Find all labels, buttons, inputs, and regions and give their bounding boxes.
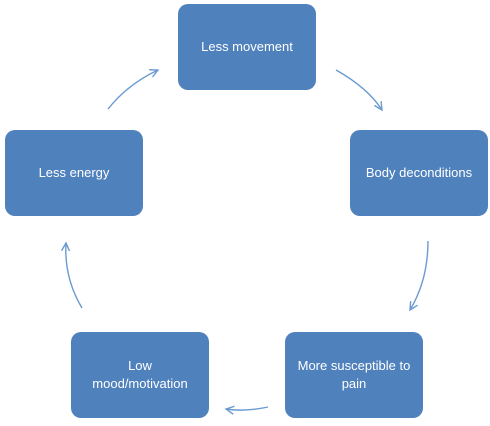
node-body-deconditions: Body deconditions [350,130,488,216]
node-label: More susceptible to pain [297,358,411,391]
arrow-body-deconditions-to-more-susceptible [410,240,429,310]
node-low-mood-motivation: Low mood/motivation [71,332,209,418]
arrow-more-susceptible-to-low-mood [226,407,269,410]
node-less-movement: Less movement [178,4,316,90]
node-label: Body deconditions [365,165,473,181]
arrow-low-mood-to-less-energy [66,243,83,309]
node-label: Low mood/motivation [92,358,188,391]
arrow-less-energy-to-less-movement [107,70,158,110]
node-label: Less movement [201,39,293,55]
node-label: Less energy [38,165,110,181]
arrow-less-movement-to-body-deconditions [335,69,382,110]
node-less-energy: Less energy [5,130,143,216]
node-more-susceptible-to-pain: More susceptible to pain [285,332,423,418]
